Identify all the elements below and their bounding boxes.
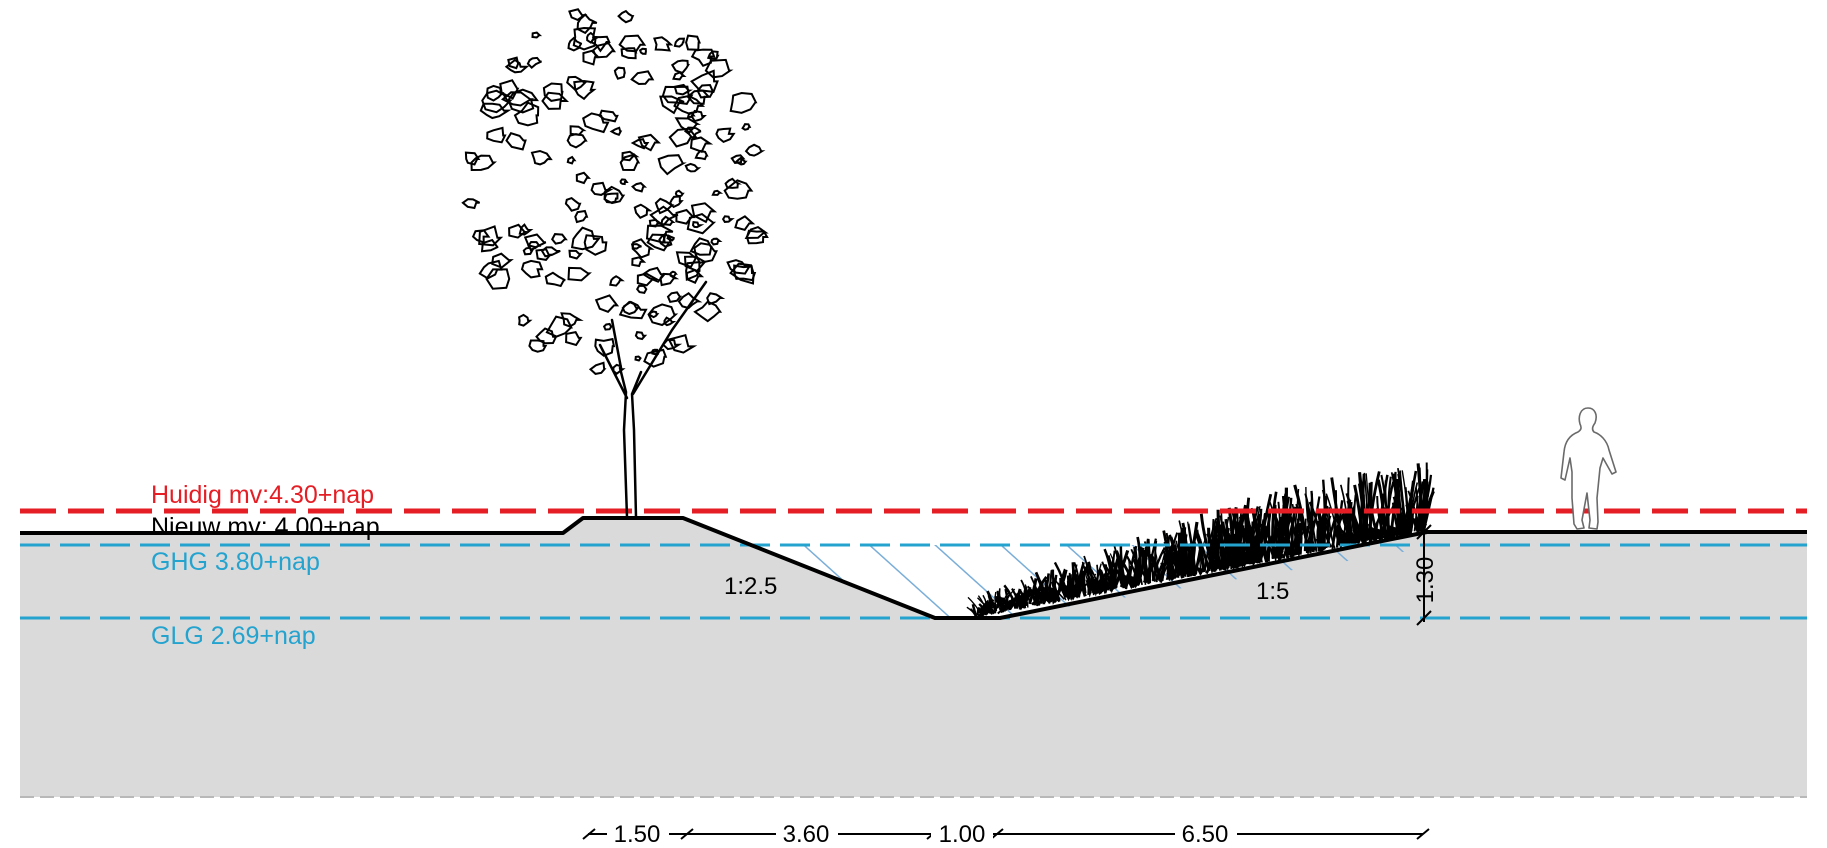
new-level-label: Nieuw mv: 4.00+nap: [151, 513, 380, 541]
dimension-line: [582, 828, 1430, 840]
dimension-label-4: 6.50: [1182, 821, 1229, 848]
depth-tick-top: [1416, 524, 1432, 540]
slope-right-label: 1:5: [1256, 578, 1289, 605]
dim-mask-1: [607, 822, 669, 846]
depth-label: 1.30: [1412, 557, 1439, 604]
dimension-label-1: 1.50: [614, 821, 661, 848]
slope-left-label: 1:2.5: [724, 573, 777, 600]
current-level-label: Huidig mv:4.30+nap: [151, 481, 374, 509]
dimension-label-3: 1.00: [939, 821, 986, 848]
ghg-label: GHG 3.80+nap: [151, 548, 320, 576]
glg-label: GLG 2.69+nap: [151, 622, 316, 650]
dimension-label-2: 3.60: [783, 821, 830, 848]
person-icon: [1560, 407, 1617, 530]
depth-tick-bottom: [1416, 610, 1432, 626]
new-ground-profile: [20, 516, 1807, 620]
dim-mask-2: [776, 822, 838, 846]
ground-body: [20, 518, 1807, 797]
dim-mask-4: [1175, 822, 1237, 846]
dim-mask-3: [931, 822, 993, 846]
tree-icon: [461, 8, 769, 519]
